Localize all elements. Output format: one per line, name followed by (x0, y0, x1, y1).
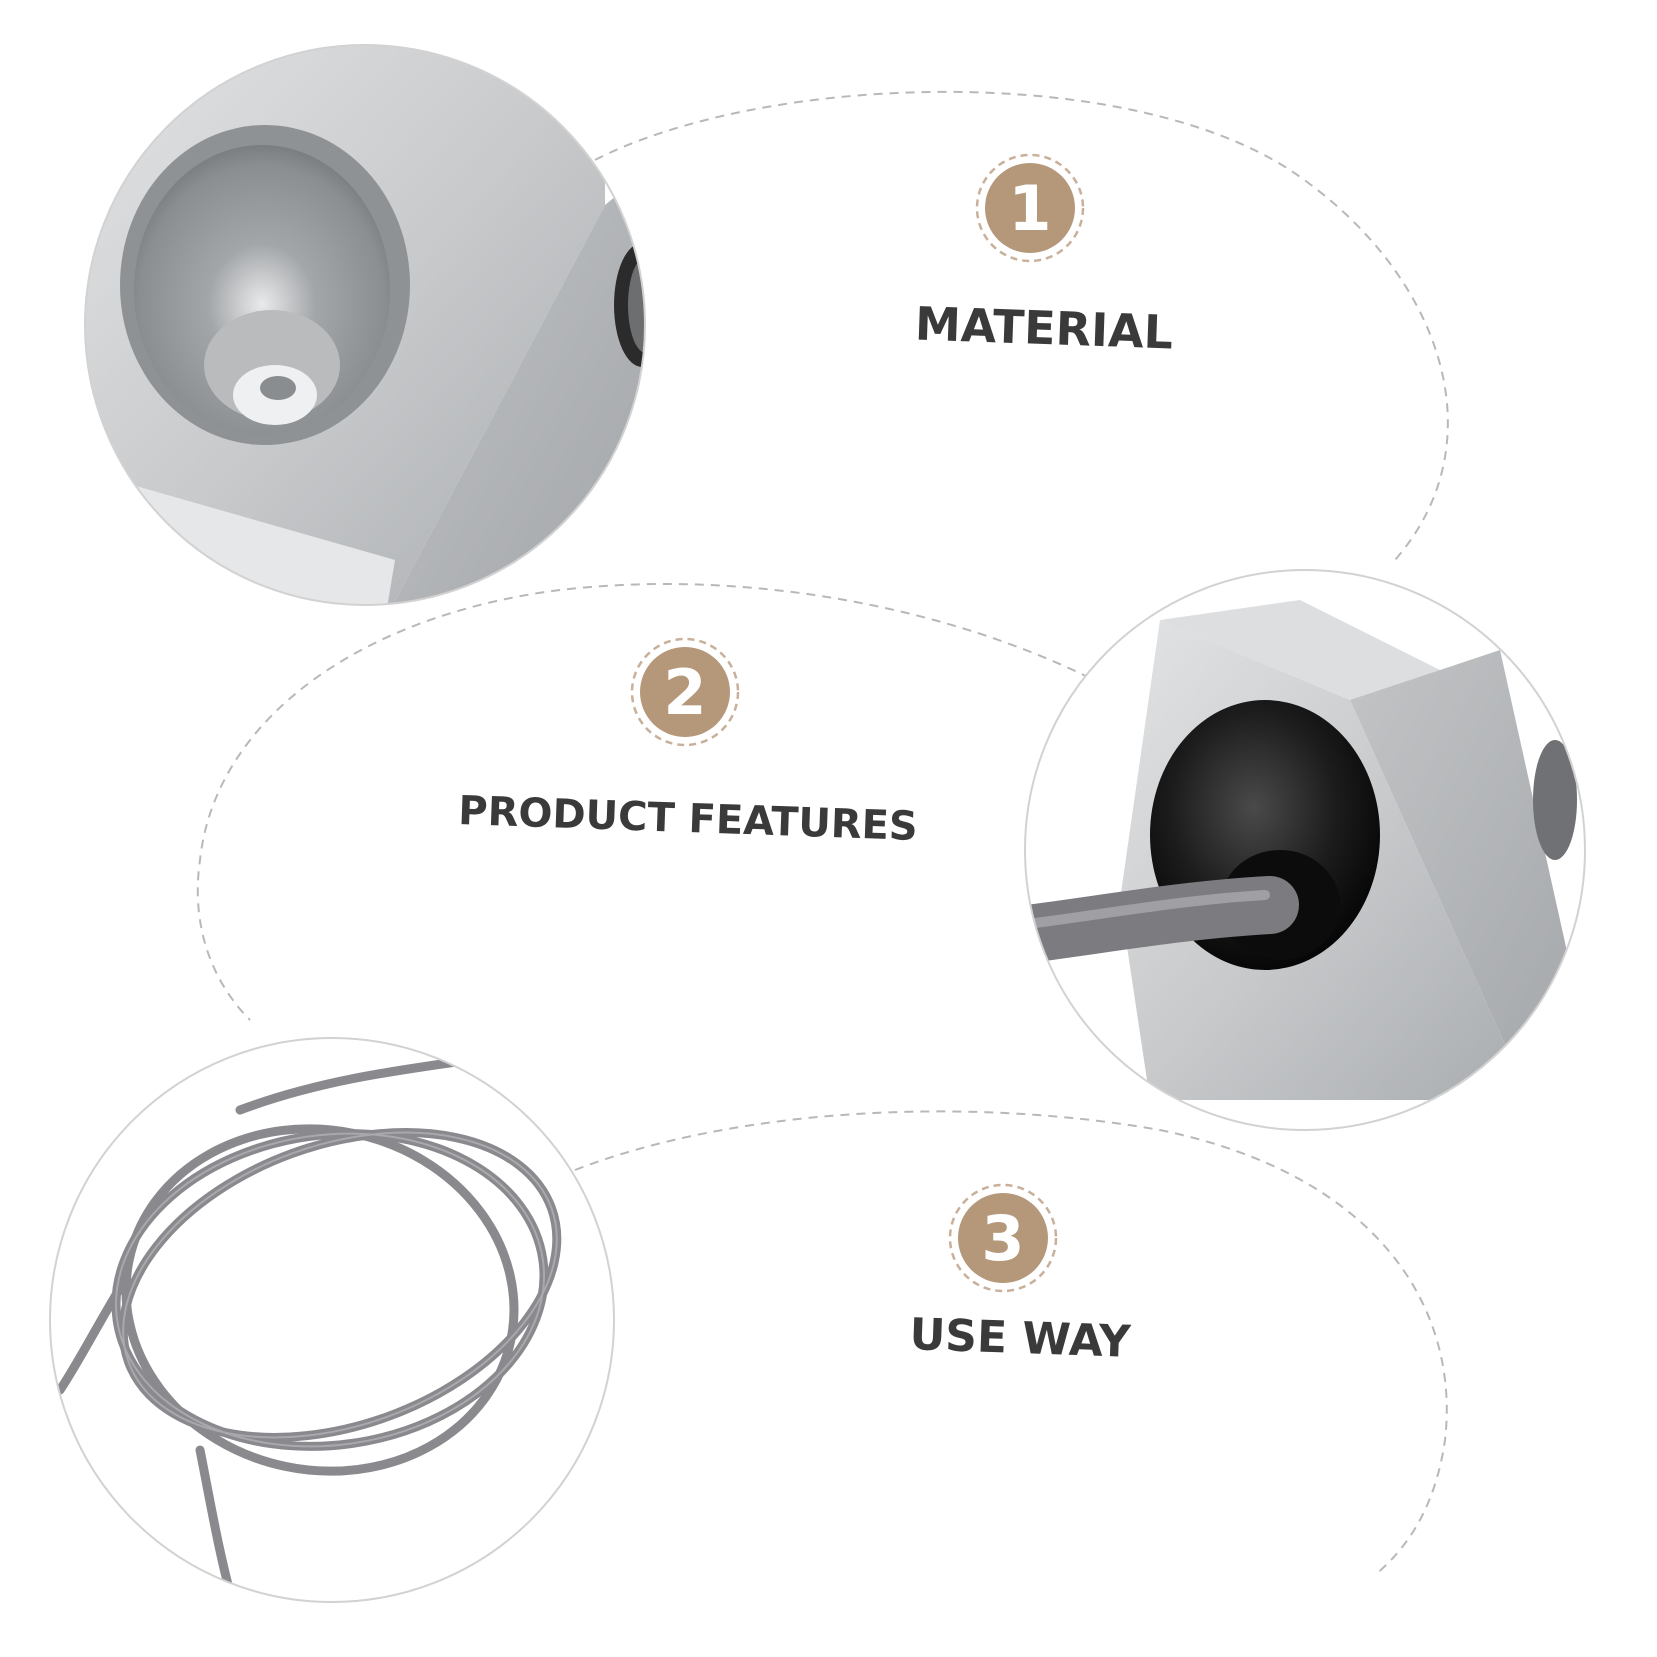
dashed-guide-3 (574, 1110, 1448, 1576)
feature-2-title: PRODUCT FEATURES (458, 788, 919, 850)
photo-use-way (49, 1037, 615, 1603)
dashed-guide-2 (196, 582, 1091, 1021)
badge-1-number: 1 (1008, 172, 1051, 245)
photo-product-features (1024, 569, 1586, 1131)
feature-3-title: USE WAY (909, 1309, 1133, 1368)
badge-1: 1 (975, 153, 1085, 263)
dashed-guide-1 (594, 90, 1449, 561)
feature-3: 3 USE WAY (909, 1183, 1133, 1368)
badge-2-number: 2 (663, 656, 706, 729)
badge-3: 3 (948, 1183, 1058, 1293)
badge-3-number: 3 (981, 1202, 1024, 1275)
feature-1: 1 MATERIAL (914, 153, 1174, 360)
dashed-guide-lines (196, 90, 1449, 1576)
badge-2: 2 (630, 637, 740, 747)
feature-1-title: MATERIAL (914, 297, 1174, 360)
photo-material (84, 44, 646, 606)
feature-2: 2 PRODUCT FEATURES (458, 637, 919, 850)
